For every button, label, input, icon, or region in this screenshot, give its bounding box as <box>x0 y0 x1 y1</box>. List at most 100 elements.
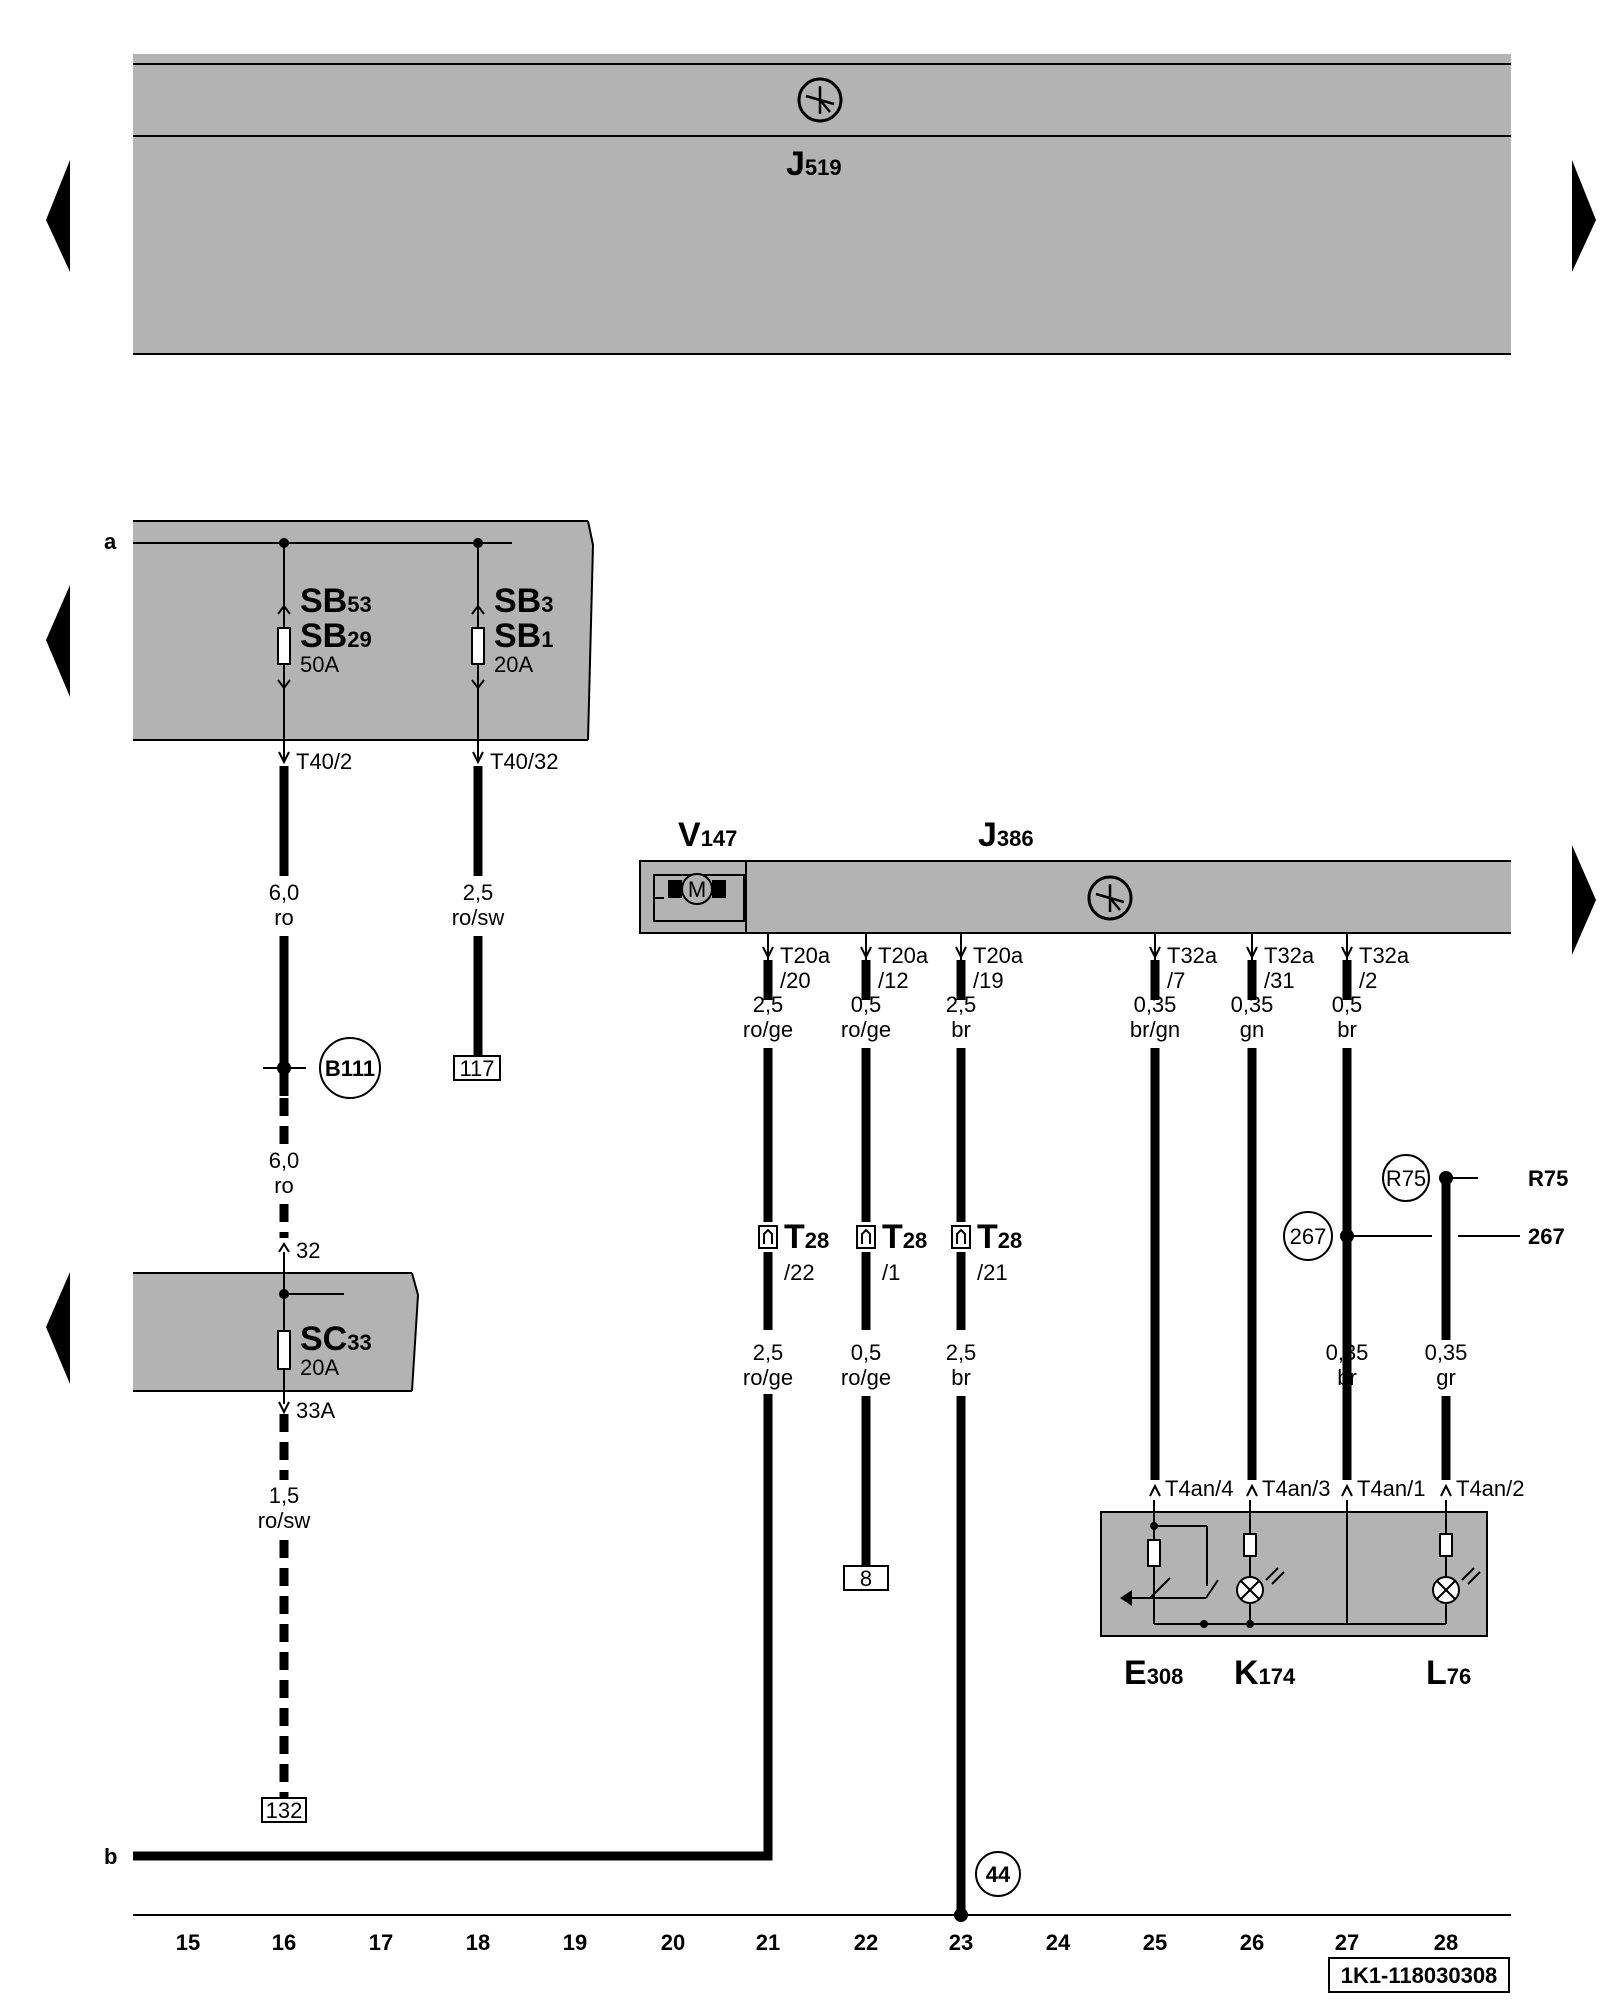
prev-page-arrow-lower[interactable] <box>46 1272 70 1384</box>
fuse-sb53-icon <box>277 627 291 665</box>
wire-gauge-label: 1,5 <box>269 1483 300 1508</box>
wire-color-label: ro/ge <box>841 1365 891 1390</box>
wire-color-label: ro <box>274 905 294 930</box>
wire-column-16-lower: 33A 1,5 ro/sw 132 <box>258 1398 335 1823</box>
next-page-arrow-top[interactable] <box>1572 160 1596 272</box>
pin-arrow-icon <box>1341 1483 1353 1497</box>
grid-number: 21 <box>756 1930 780 1955</box>
next-page-arrow-right[interactable] <box>1572 845 1596 955</box>
fuse-sb3-icon <box>471 627 485 665</box>
fuse-sc33-amps: 20A <box>300 1355 339 1380</box>
pin-t40-2-label: T40/2 <box>296 749 352 774</box>
wire-color-label: ro/sw <box>452 905 505 930</box>
prev-page-arrow-top[interactable] <box>46 160 70 272</box>
fuse-sb3-label: SB3 <box>494 582 553 620</box>
ref-box-132[interactable] <box>261 1797 307 1823</box>
fuse-sc33-icon <box>277 1330 291 1370</box>
component-e308-label: E308 <box>1124 1654 1183 1692</box>
connector-pin-label: /22 <box>784 1260 815 1285</box>
wire-color-label: br <box>1337 1365 1357 1390</box>
grid-number: 17 <box>369 1930 393 1955</box>
j386-label: J386 <box>978 816 1034 854</box>
prev-page-arrow-middle[interactable] <box>46 585 70 697</box>
grid-number: 18 <box>466 1930 490 1955</box>
wire-gauge-label: 0,35 <box>1326 1340 1369 1365</box>
pin-33a-label: 33A <box>296 1398 335 1423</box>
pin-label-b: /12 <box>878 968 909 993</box>
electronic-unit-icon <box>797 77 843 123</box>
switch-pin-label: T4an/3 <box>1262 1476 1331 1501</box>
grid-number: 24 <box>1046 1930 1071 1955</box>
wire-gauge-label: 0,5 <box>851 1340 882 1365</box>
ref-box-8[interactable] <box>843 1565 889 1591</box>
connection-r75-label: R75 <box>1386 1166 1426 1191</box>
connector-pin-label: /1 <box>882 1260 900 1285</box>
connection-r75 <box>1382 1154 1430 1202</box>
ref-267-label: 267 <box>1528 1224 1565 1249</box>
wire-color-label: ro/ge <box>743 1017 793 1042</box>
wire-column-18: T40/32 2,5 ro/sw 117 <box>452 749 559 1081</box>
pin-label-a: T32a <box>1167 943 1218 968</box>
fuse-sb1-amps: 20A <box>494 652 533 677</box>
pin-t40-32-label: T40/32 <box>490 749 559 774</box>
control-unit-j386: V147 J386 M <box>639 816 1511 934</box>
pin-label-b: /31 <box>1264 968 1295 993</box>
ref-box-132-label: 132 <box>266 1798 303 1823</box>
wire-color-label: gr <box>1436 1365 1456 1390</box>
fuse-sb1-label: SB1 <box>494 617 553 655</box>
wire-gauge-label: 0,5 <box>851 992 882 1017</box>
fuse-sb29-label: SB29 <box>300 617 372 655</box>
ground-point-44-label: 44 <box>986 1862 1011 1887</box>
electronic-unit-icon <box>1087 875 1133 921</box>
pin-label-a: T20a <box>878 943 929 968</box>
grid-number: 20 <box>661 1930 685 1955</box>
rail-b-label: b <box>104 1844 117 1869</box>
wire-gauge-label: 2,5 <box>463 880 494 905</box>
pin-label-b: /2 <box>1359 968 1377 993</box>
fuse-box-sc: SC33 20A <box>133 1252 420 1404</box>
grid-number: 27 <box>1335 1930 1359 1955</box>
wire-color-label: ro/ge <box>743 1365 793 1390</box>
pin-label-a: T32a <box>1359 943 1410 968</box>
pin-arrow-icon <box>1246 1483 1258 1497</box>
connector-pin-label: /21 <box>977 1260 1008 1285</box>
j519-label: J519 <box>786 145 842 183</box>
grid-number: 16 <box>272 1930 296 1955</box>
wire-gauge-label: 6,0 <box>269 1148 300 1173</box>
grid-number: 25 <box>1143 1930 1167 1955</box>
ref-box-117-label: 117 <box>459 1056 494 1081</box>
wire-gauge-label: 2,5 <box>753 992 784 1017</box>
control-unit-j519: J519 <box>133 54 1511 355</box>
wire-gauge-label: 0,5 <box>1332 992 1363 1017</box>
switch-pin-label: T4an/1 <box>1357 1476 1426 1501</box>
connector-t28-label: T28 <box>977 1218 1022 1256</box>
ref-r75-label: R75 <box>1528 1166 1568 1191</box>
wire-gauge-label: 2,5 <box>946 1340 977 1365</box>
document-id-label: 1K1-118030308 <box>1341 1963 1498 1988</box>
ground-point-b111-label: B111 <box>325 1056 375 1081</box>
component-l76-label: L76 <box>1426 1654 1471 1692</box>
wire-gauge-label: 0,35 <box>1134 992 1177 1017</box>
fuse-box-sb: a SB53 SB29 50A SB3 SB1 20A <box>104 520 595 760</box>
fuse-sb53-label: SB53 <box>300 582 372 620</box>
wire-color-label: br/gn <box>1130 1017 1180 1042</box>
pin-label-a: T20a <box>973 943 1024 968</box>
ground-point-b111 <box>319 1037 381 1099</box>
switch-pin-label: T4an/4 <box>1165 1476 1234 1501</box>
ref-box-117[interactable] <box>453 1055 501 1081</box>
motor-letter: M <box>688 877 706 902</box>
switch-e308-icon <box>1120 1500 1219 1628</box>
grid-number: 23 <box>949 1930 973 1955</box>
component-k174-label: K174 <box>1234 1654 1296 1692</box>
pin-label-b: /20 <box>780 968 811 993</box>
grid-number: 22 <box>854 1930 878 1955</box>
grid-number: 15 <box>176 1930 200 1955</box>
connector-t28-label: T28 <box>784 1218 829 1256</box>
grid-number: 19 <box>563 1930 587 1955</box>
connector-t28-label: T28 <box>882 1218 927 1256</box>
wire-gauge-label: 6,0 <box>269 880 300 905</box>
fuse-sb53-amps: 50A <box>300 652 339 677</box>
